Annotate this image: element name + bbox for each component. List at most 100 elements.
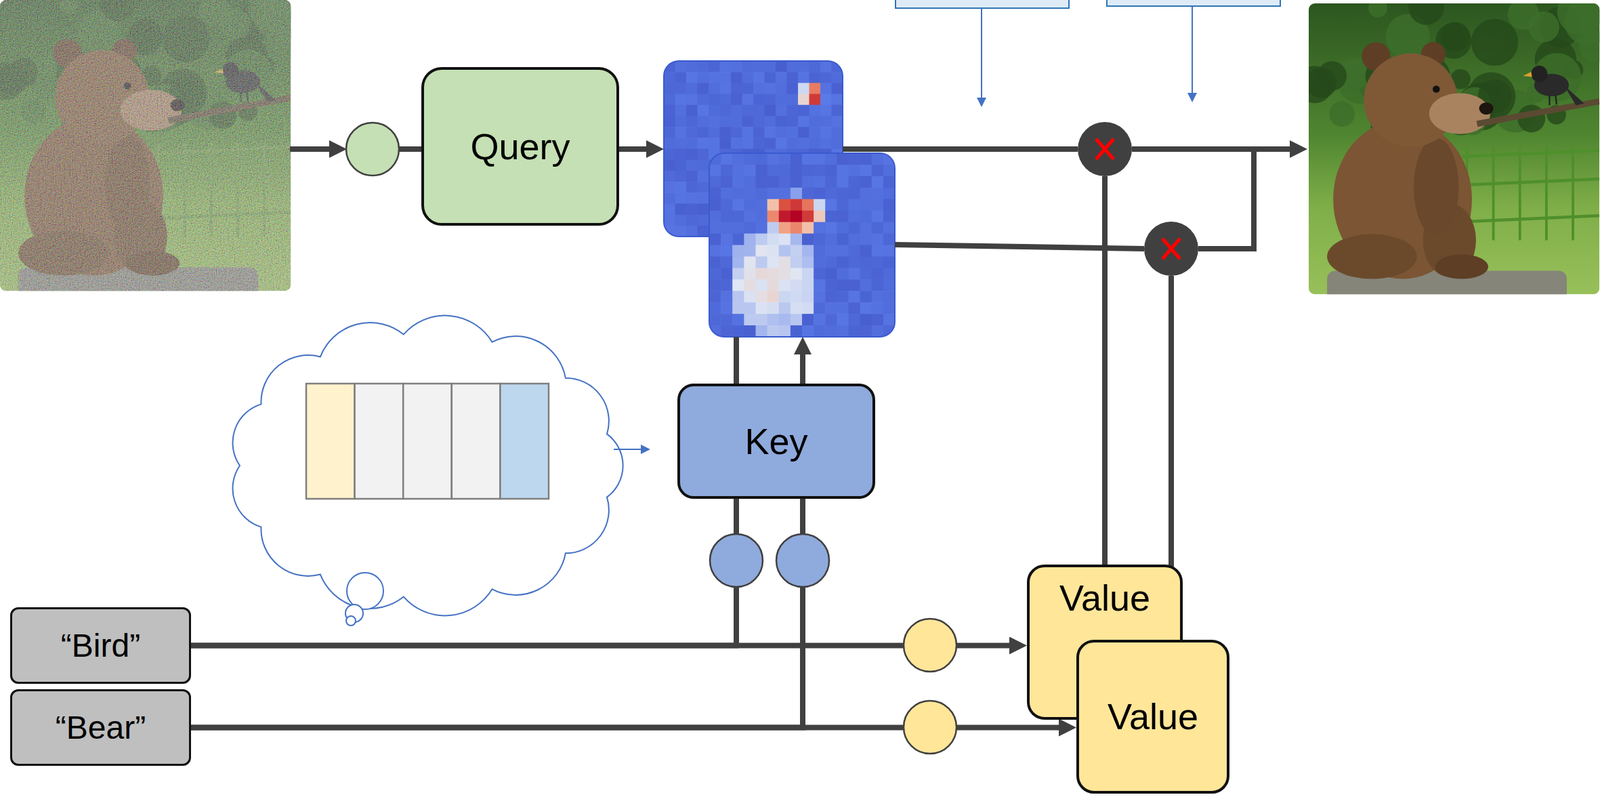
heat-cell	[663, 115, 676, 128]
attention-map	[709, 153, 896, 338]
heat-cell	[820, 60, 832, 73]
heat-cell	[730, 126, 743, 139]
heat-cell	[809, 60, 821, 73]
heat-cell	[709, 210, 722, 223]
heat-cell	[675, 203, 687, 215]
query-arrow	[619, 146, 647, 152]
heat-cell	[797, 94, 810, 106]
heat-cells	[709, 153, 895, 337]
node-label: “Bird”	[60, 626, 141, 664]
output-arrow	[1131, 146, 1290, 152]
heat-cell	[848, 245, 861, 258]
heat-cell	[813, 256, 826, 269]
heat-cell	[753, 82, 765, 95]
heat-cell	[697, 115, 710, 128]
heat-cell	[787, 71, 799, 84]
noise	[0, 0, 291, 291]
heat-cell	[779, 164, 792, 177]
heat-cell	[697, 82, 710, 95]
node-label: Query	[470, 125, 570, 168]
heat-cell	[809, 71, 821, 84]
heat-cell	[755, 187, 769, 200]
heat-cell	[790, 256, 803, 269]
heat-cell	[720, 104, 732, 117]
heat-cell	[720, 187, 733, 200]
heat-cell	[764, 94, 777, 106]
heat-cell	[732, 233, 745, 246]
heat-cell	[742, 60, 754, 73]
heat-cell	[697, 60, 710, 73]
heat-cell	[790, 164, 803, 177]
projection-box: Value	[1076, 639, 1230, 794]
heat-cell	[802, 210, 815, 223]
heat-cell	[663, 82, 676, 95]
heat-cell	[675, 170, 687, 183]
heat-cell	[831, 94, 844, 106]
heat-cell	[742, 137, 754, 150]
token-cell	[499, 383, 549, 499]
heat-cell	[720, 222, 733, 235]
heat-cell	[697, 214, 710, 227]
heat-cell	[871, 279, 884, 292]
heat-cell	[802, 302, 815, 315]
heat-cell	[753, 104, 765, 117]
heat-cell	[720, 115, 732, 128]
heat-cell	[779, 199, 792, 212]
heat-cell	[663, 94, 676, 106]
heat-cell	[755, 256, 769, 269]
heat-cell	[779, 325, 792, 337]
foliage	[1368, 3, 1388, 18]
heat-cell	[790, 210, 803, 223]
heat-cell	[755, 199, 769, 212]
heat-cell	[836, 313, 849, 326]
heat-cell	[764, 126, 777, 139]
heat-cell	[848, 279, 861, 292]
heat-cell	[686, 82, 698, 95]
heat-cell	[797, 115, 810, 128]
token-cell	[403, 383, 452, 499]
heat-cell	[709, 222, 722, 235]
heat-cell	[802, 290, 815, 303]
heat-cell	[743, 245, 756, 258]
heat-cell	[883, 199, 895, 212]
heat-cell	[848, 187, 861, 200]
heat-cell	[871, 302, 884, 315]
branch	[1476, 101, 1600, 124]
multiply-cross	[1096, 138, 1114, 160]
heat-cell	[732, 187, 745, 200]
heat-cell	[755, 210, 769, 223]
heat-cell	[720, 279, 733, 292]
heat-cell	[836, 290, 849, 303]
heat-cell	[813, 267, 826, 280]
heat-cell	[720, 153, 733, 166]
heat-cell	[663, 203, 676, 215]
wire	[398, 146, 422, 152]
heat-cell	[675, 181, 687, 194]
heat-cell	[779, 153, 792, 166]
bear-foot	[1435, 254, 1489, 279]
heat-cell	[883, 313, 895, 326]
heat-cell	[753, 60, 765, 73]
heat-cell	[787, 94, 799, 106]
heat-cell	[797, 137, 810, 150]
heat-cell	[755, 302, 769, 315]
heat-cell	[820, 82, 832, 95]
heat-cell	[742, 115, 754, 128]
map-border	[663, 60, 843, 237]
heat-cell	[675, 71, 687, 84]
heat-cell	[787, 82, 799, 95]
heat-cell	[767, 187, 780, 200]
token-box: “Bird”	[10, 606, 192, 684]
heat-cell	[883, 245, 895, 258]
heat-cell	[730, 104, 743, 117]
heat-cell	[883, 233, 895, 246]
heat-cell	[790, 290, 803, 303]
heat-cell	[709, 153, 722, 166]
heat-cell	[686, 126, 698, 139]
heat-cell	[836, 222, 849, 235]
heat-cell	[663, 149, 676, 161]
heat-cell	[813, 199, 826, 212]
heat-cell	[820, 104, 832, 117]
bear-eye	[1432, 85, 1441, 93]
heat-cell	[790, 325, 803, 337]
